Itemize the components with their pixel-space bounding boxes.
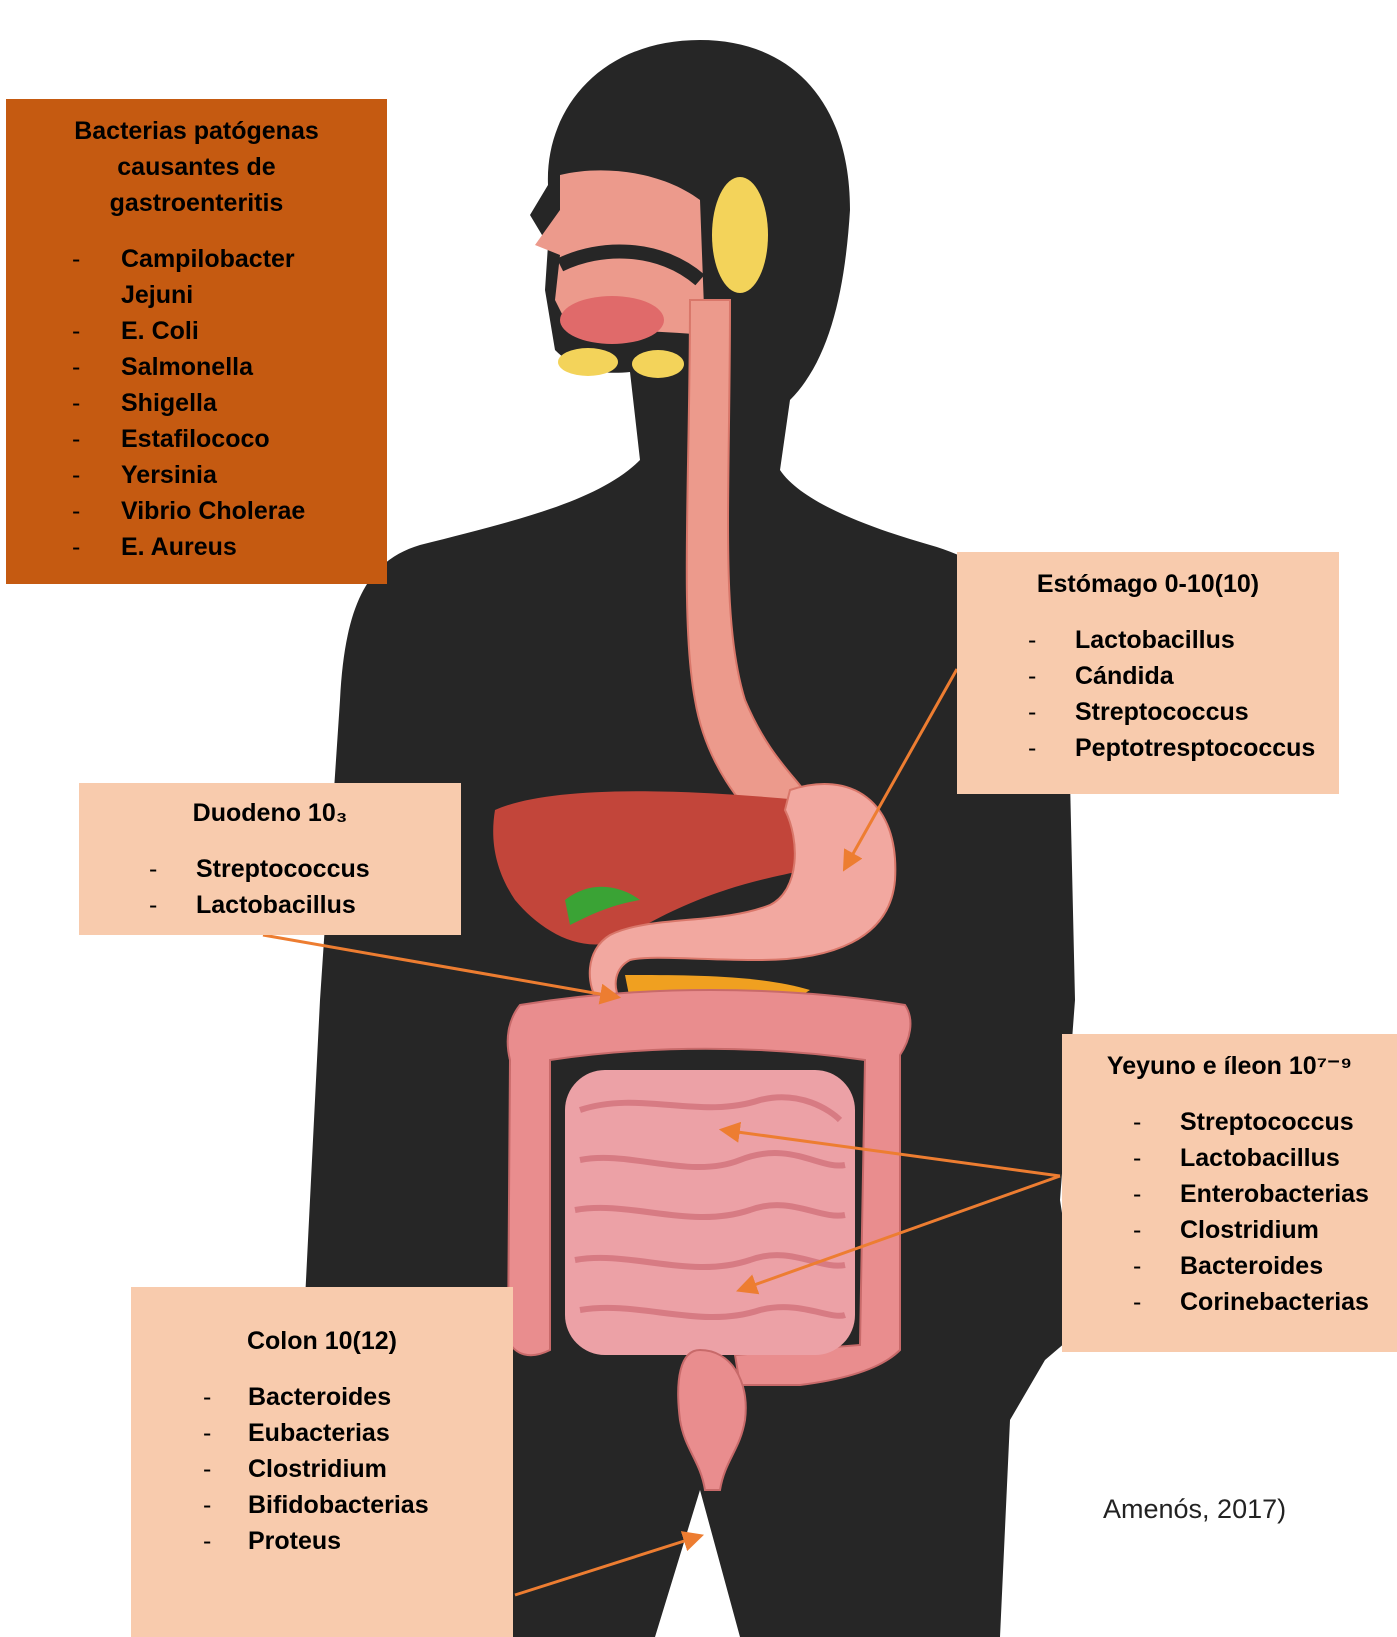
duodenum-list: - Streptococcus - Lactobacillus (79, 851, 461, 923)
stomach-list: - Lactobacillus - Cándida - Streptococcus -… (957, 622, 1339, 766)
organism-name: Streptococcus (196, 851, 370, 887)
colon-box: Colon 10(12) - Bacteroides - Eubacterias -… (131, 1287, 513, 1637)
list-item: - Streptococcus (1062, 1104, 1397, 1140)
pathogen-name: Yersinia (121, 457, 217, 493)
list-item: - Lactobacillus (79, 887, 461, 923)
organism-name: Cándida (1075, 658, 1174, 694)
list-bullet: - (1028, 658, 1036, 694)
organism-name: Lactobacillus (196, 887, 356, 923)
organism-name: Proteus (248, 1523, 341, 1559)
list-bullet: - (1133, 1284, 1141, 1320)
list-bullet: - (149, 851, 157, 887)
list-bullet: - (72, 241, 80, 277)
pathogen-name: E. Aureus (121, 529, 237, 565)
list-item: - Eubacterias (131, 1415, 513, 1451)
organism-name: Bacteroides (1180, 1248, 1323, 1284)
list-bullet: - (1133, 1140, 1141, 1176)
list-bullet: - (1028, 622, 1036, 658)
list-bullet: - (203, 1487, 211, 1523)
organism-name: Eubacterias (248, 1415, 390, 1451)
list-bullet: - (203, 1523, 211, 1559)
organism-name: Streptococcus (1180, 1104, 1354, 1140)
list-bullet: - (203, 1415, 211, 1451)
list-bullet: - (72, 457, 80, 493)
organism-name: Lactobacillus (1075, 622, 1235, 658)
list-item: - Bacteroides (1062, 1248, 1397, 1284)
organism-name: Peptotresptococcus (1075, 730, 1315, 766)
list-item: - Campilobacter Jejuni (6, 241, 387, 313)
duodenum-title: Duodeno 10₃ (79, 795, 461, 831)
list-bullet: - (72, 529, 80, 565)
list-item: - Clostridium (131, 1451, 513, 1487)
list-bullet: - (72, 385, 80, 421)
list-item: - Peptotresptococcus (957, 730, 1339, 766)
list-bullet: - (72, 493, 80, 529)
list-item: - Yersinia (6, 457, 387, 493)
organism-name: Bacteroides (248, 1379, 391, 1415)
list-bullet: - (203, 1379, 211, 1415)
citation: Amenós, 2017) (1103, 1494, 1286, 1525)
list-item: - E. Coli (6, 313, 387, 349)
list-item: - Clostridium (1062, 1212, 1397, 1248)
stomach-title: Estómago 0-10(10) (957, 566, 1339, 602)
colon-list: - Bacteroides - Eubacterias - Clostridium -… (131, 1379, 513, 1559)
organism-name: Lactobacillus (1180, 1140, 1340, 1176)
list-item: - Streptococcus (79, 851, 461, 887)
list-bullet: - (1133, 1176, 1141, 1212)
organism-name: Clostridium (1180, 1212, 1319, 1248)
list-item: - Lactobacillus (957, 622, 1339, 658)
salivary-gland-jaw (558, 348, 618, 376)
list-item: - E. Aureus (6, 529, 387, 565)
pathogen-title: Bacterias patógenas causantes de gastroe… (6, 113, 387, 221)
list-bullet: - (203, 1451, 211, 1487)
pathogen-name: Vibrio Cholerae (121, 493, 305, 529)
list-item: - Salmonella (6, 349, 387, 385)
list-bullet: - (72, 313, 80, 349)
list-item: - Streptococcus (957, 694, 1339, 730)
organism-name: Corinebacterias (1180, 1284, 1369, 1320)
list-bullet: - (1133, 1104, 1141, 1140)
duodenum-box: Duodeno 10₃ - Streptococcus - Lactobacillu… (79, 783, 461, 935)
jejunum-ileum-list: - Streptococcus - Lactobacillus - Enterobac… (1062, 1104, 1397, 1320)
jejunum-ileum-title: Yeyuno e íleon 10⁷⁻⁹ (1062, 1048, 1397, 1084)
small-intestine (565, 1070, 855, 1355)
list-bullet: - (72, 349, 80, 385)
list-item: - Shigella (6, 385, 387, 421)
list-bullet: - (1028, 730, 1036, 766)
list-item: - Estafilococo (6, 421, 387, 457)
colon-title: Colon 10(12) (131, 1323, 513, 1359)
salivary-gland-ear (712, 177, 768, 293)
list-item: - Enterobacterias (1062, 1176, 1397, 1212)
organism-name: Enterobacterias (1180, 1176, 1369, 1212)
list-item: - Vibrio Cholerae (6, 493, 387, 529)
list-bullet: - (149, 887, 157, 923)
list-item: - Cándida (957, 658, 1339, 694)
list-item: - Bifidobacterias (131, 1487, 513, 1523)
pathogen-name: Shigella (121, 385, 217, 421)
list-item: - Lactobacillus (1062, 1140, 1397, 1176)
pathogen-name: E. Coli (121, 313, 199, 349)
jejunum-ileum-box: Yeyuno e íleon 10⁷⁻⁹ - Streptococcus - Lac… (1062, 1034, 1397, 1352)
organism-name: Bifidobacterias (248, 1487, 429, 1523)
list-bullet: - (1133, 1248, 1141, 1284)
list-item: - Bacteroides (131, 1379, 513, 1415)
pathogen-name: Campilobacter Jejuni (121, 241, 311, 313)
stomach-box: Estómago 0-10(10) - Lactobacillus - Cándid… (957, 552, 1339, 794)
list-bullet: - (72, 421, 80, 457)
organism-name: Clostridium (248, 1451, 387, 1487)
pathogen-list: - Campilobacter Jejuni - E. Coli - Salmone… (6, 241, 387, 565)
pathogen-name: Salmonella (121, 349, 253, 385)
pathogen-name: Estafilococo (121, 421, 270, 457)
list-bullet: - (1133, 1212, 1141, 1248)
list-item: - Proteus (131, 1523, 513, 1559)
list-item: - Corinebacterias (1062, 1284, 1397, 1320)
pathogen-box: Bacterias patógenas causantes de gastroe… (6, 99, 387, 584)
list-bullet: - (1028, 694, 1036, 730)
organism-name: Streptococcus (1075, 694, 1249, 730)
